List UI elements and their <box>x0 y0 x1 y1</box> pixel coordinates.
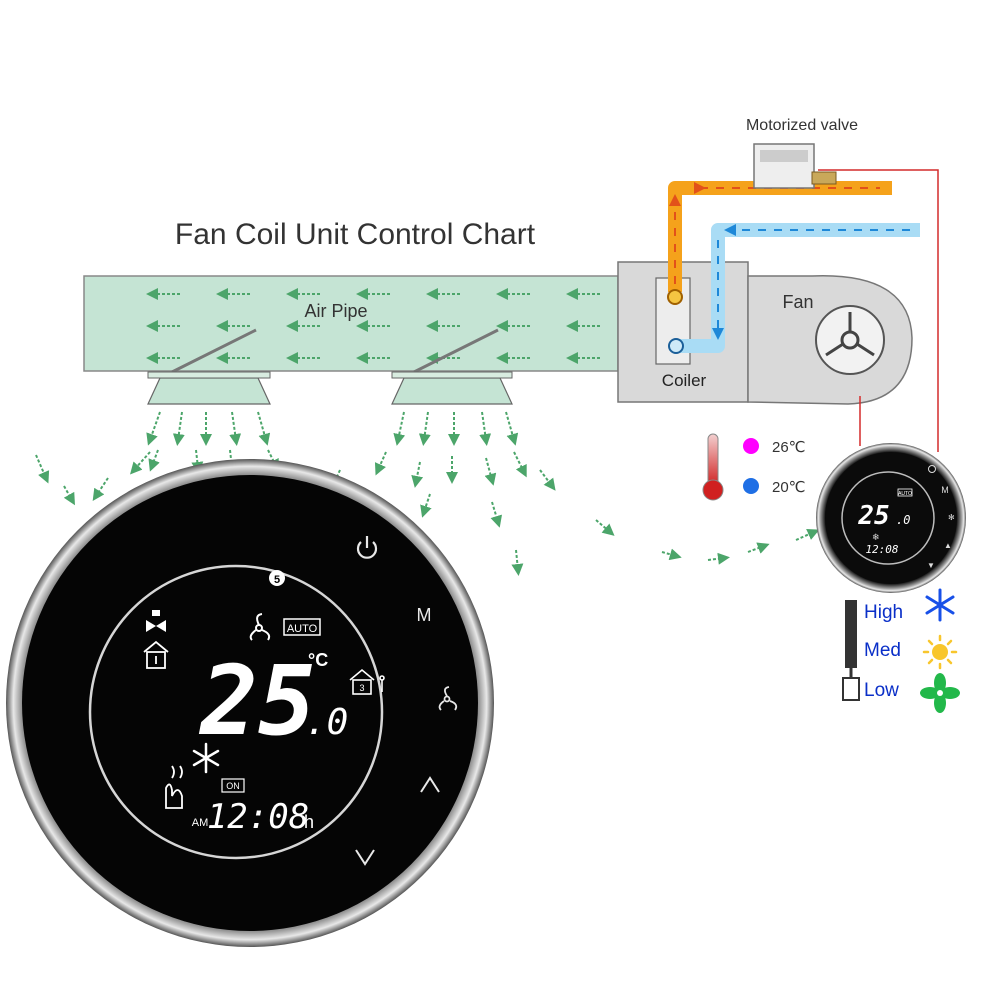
temp-dot-hot <box>743 438 759 454</box>
fan-speed-icon <box>438 686 458 711</box>
indoor-sensor-icon <box>143 640 169 669</box>
air-flow-arrow <box>795 528 820 541</box>
mode-button[interactable]: M <box>417 605 432 625</box>
small-fan-icon: ✻ <box>948 513 955 522</box>
temperature-legend: 26℃ 20℃ <box>702 433 806 501</box>
air-flow-arrow <box>420 493 432 518</box>
air-flow-arrow <box>484 457 497 486</box>
air-pipe-label: Air Pipe <box>304 301 367 321</box>
lcd-fan-icon <box>249 613 271 641</box>
fan-speed-button[interactable] <box>438 686 458 711</box>
air-flow-arrow <box>511 549 524 576</box>
air-flow-arrow <box>92 477 109 501</box>
down-button[interactable] <box>355 849 375 866</box>
floor-heating-icon <box>165 765 183 809</box>
speed-high-label: High <box>864 602 903 623</box>
air-flow-arrow <box>35 454 50 484</box>
power-button[interactable] <box>356 536 378 559</box>
air-flow-arrow <box>257 411 271 446</box>
program-badge <box>269 570 285 586</box>
small-snowflake-icon: ❄ <box>872 532 880 542</box>
temp-dot-cold <box>743 478 759 494</box>
small-temp-decimal: .0 <box>896 513 910 527</box>
small-down-icon: ▼ <box>927 561 935 570</box>
sun-icon <box>922 634 958 670</box>
thermometer-icon <box>702 433 724 501</box>
fan-speed-legend: High Med Low <box>842 588 960 713</box>
temp-label-hot: 26℃ <box>772 439 806 456</box>
air-diffuser-right <box>391 328 513 405</box>
thermostat-small: 25 .0 12:08 AUTO M ✻ ▲ ▼ ❄ <box>816 443 966 593</box>
air-flow-arrow <box>393 411 406 446</box>
fan-housing: Fan <box>747 275 913 405</box>
motorized-valve-label: Motorized valve <box>746 117 858 134</box>
control-wires <box>818 169 939 452</box>
air-flow-arrow <box>490 501 503 528</box>
lcd-ring <box>88 564 384 860</box>
air-flow-arrow <box>374 451 387 476</box>
speed-med-label: Med <box>864 640 901 661</box>
temperature-decimal: .0 <box>305 702 348 743</box>
fan-wheel-icon <box>815 305 885 375</box>
small-time: 12:08 <box>865 543 898 556</box>
diagram-title: Fan Coil Unit Control Chart <box>175 218 536 251</box>
auto-badge <box>283 618 321 636</box>
program-number: 5 <box>274 574 280 586</box>
air-flow-arrow <box>707 552 730 565</box>
temp-label-cold: 20℃ <box>772 479 806 496</box>
clock-time: 12:08 <box>207 797 309 837</box>
air-flow-arrow <box>130 451 151 475</box>
small-mode-badge: AUTO <box>898 491 912 497</box>
hot-water-pipe <box>667 181 892 305</box>
cold-water-pipe <box>668 223 920 354</box>
valve-icon <box>146 610 166 632</box>
cooling-snowflake-icon <box>192 742 220 774</box>
power-icon <box>356 536 378 559</box>
small-mode-button: M <box>941 485 949 495</box>
speed-low-label: Low <box>864 680 899 701</box>
up-button[interactable] <box>420 776 440 793</box>
mode-badge-text: AUTO <box>287 623 318 635</box>
air-flow-arrow <box>411 461 424 488</box>
air-flow-arrow <box>479 411 492 446</box>
speed-knob <box>842 677 860 701</box>
thermostat-large: 5 25 .0 °C AUTO 3 <box>6 459 494 947</box>
snowflake-icon <box>925 588 955 622</box>
air-flow-arrow <box>661 548 682 561</box>
air-flow-arrow <box>229 411 242 446</box>
coiler-housing: Coiler <box>617 261 749 403</box>
air-flow-arrow <box>513 451 527 478</box>
motorized-valve: Motorized valve <box>746 117 858 189</box>
air-flow-arrow <box>539 469 556 491</box>
air-flow-arrow <box>267 449 279 472</box>
fan-icon <box>920 673 960 713</box>
on-badge <box>221 778 245 793</box>
up-arrow-icon <box>420 776 440 793</box>
coiler-label: Coiler <box>662 371 707 390</box>
air-flow-arrow <box>148 449 160 472</box>
speed-bar <box>845 600 857 668</box>
air-flow-arrow <box>146 411 161 446</box>
air-flow-arrow <box>63 485 75 506</box>
current-temperature: 25 <box>198 645 316 757</box>
clock-suffix: h <box>304 812 314 832</box>
air-flow-arrow <box>505 411 519 446</box>
air-flow-arrow <box>595 519 615 536</box>
air-diffuser-left <box>147 328 271 405</box>
am-pm: AM <box>192 817 209 829</box>
outdoor-sensor-icon <box>349 668 385 695</box>
outdoor-sensor-number: 3 <box>359 683 364 693</box>
small-temp: 25 <box>857 501 889 531</box>
down-arrow-icon <box>355 849 375 866</box>
air-pipe: Air Pipe <box>83 275 619 372</box>
air-flow-arrow <box>747 542 770 554</box>
air-flow-arrow <box>418 411 431 446</box>
small-power-icon <box>928 465 936 473</box>
fan-label: Fan <box>782 292 813 312</box>
on-badge-text: ON <box>226 781 240 791</box>
small-up-icon: ▲ <box>944 541 952 550</box>
air-flow-arrow <box>172 411 185 446</box>
temperature-unit: °C <box>308 650 328 670</box>
